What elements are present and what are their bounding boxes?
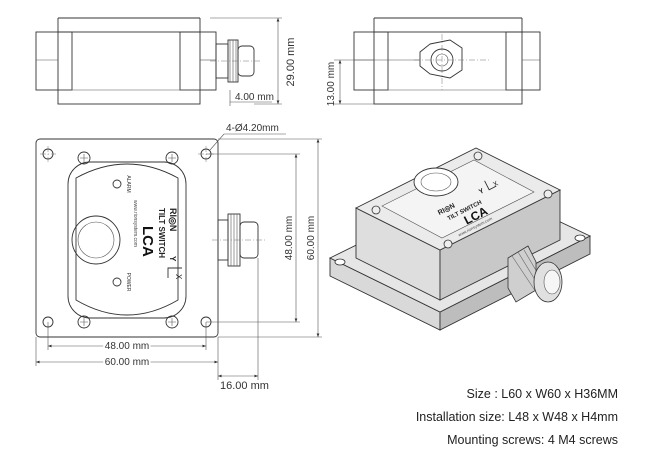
dim-height-13: 13.00 mm <box>326 62 337 106</box>
alarm-label: ALARM <box>125 175 131 192</box>
spec-installation: Installation size: L48 x W48 x H4mm <box>415 410 618 424</box>
spec-size: Size : L60 x W60 x H36MM <box>466 387 618 401</box>
power-led <box>112 277 122 287</box>
iso-axis-x: X <box>492 180 500 189</box>
dim-length-48: 48.00 mm <box>105 341 149 352</box>
side-view: 29.00 mm 4.00 mm <box>35 17 297 106</box>
front-view: 13.00 mm <box>326 17 541 106</box>
cable-gland-top <box>212 213 266 267</box>
cable-gland-side <box>210 39 262 83</box>
dim-width-48: 48.00 mm <box>284 216 295 260</box>
iso-axis-y: Y <box>478 188 486 197</box>
isometric-view: RI◎N TILT SWITCH LCA www.rionsystem.com … <box>328 147 592 331</box>
power-label: POWER <box>125 273 131 292</box>
brand-logo: RI◎N <box>168 208 178 231</box>
dim-gland-16: 16.00 mm <box>220 380 269 392</box>
spec-screws: Mounting screws: 4 M4 screws <box>447 433 618 447</box>
dim-offset-4: 4.00 mm <box>235 92 274 103</box>
iso-label-group: RI◎N TILT SWITCH LCA www.rionsystem.com … <box>437 180 500 237</box>
cable-gland-front <box>414 34 490 90</box>
top-view: ALARM POWER RI◎N TILT SWITCH LCA www.rio… <box>35 123 322 392</box>
alarm-led <box>112 179 122 189</box>
axis-y-label: Y <box>168 256 177 262</box>
model-name: LCA <box>139 226 156 257</box>
dim-width-60: 60.00 mm <box>306 216 317 260</box>
iso-cable-gland <box>507 245 563 303</box>
sensor-window <box>71 215 121 265</box>
dim-hole-diameter: 4-Ø4.20mm <box>226 123 279 134</box>
dim-length-60: 60.00 mm <box>105 357 149 368</box>
device-label-group: RI◎N TILT SWITCH LCA www.rionsystem.com … <box>132 200 183 280</box>
lid-screws <box>77 151 179 329</box>
axis-x-label: X <box>174 274 183 280</box>
product-name: TILT SWITCH <box>157 208 166 258</box>
website-text: www.rionsystem.com <box>132 200 138 247</box>
dim-height-29: 29.00 mm <box>285 38 297 87</box>
